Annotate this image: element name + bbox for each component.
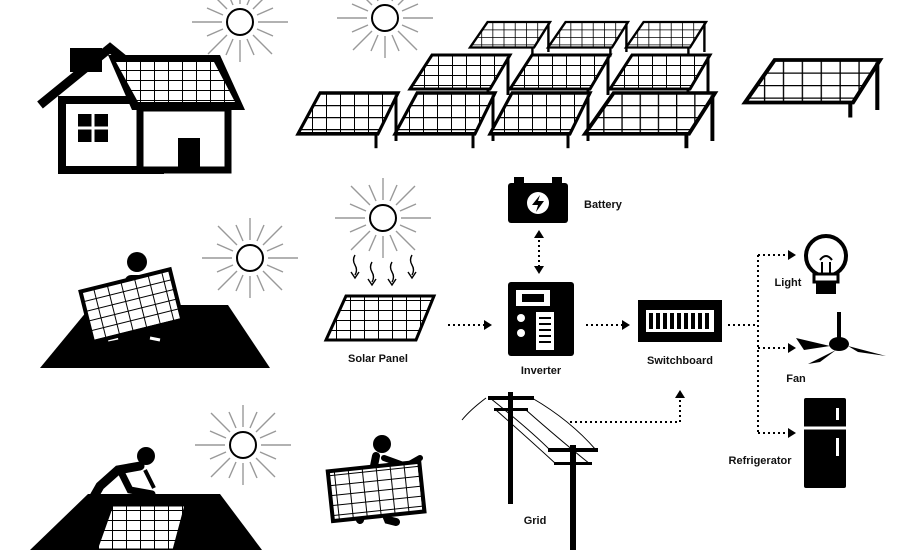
light-label: Light (775, 277, 802, 289)
worker-installing-panel-icon (30, 447, 262, 550)
grid-switchboard-connector (570, 390, 685, 423)
house-solar-roof-icon (37, 42, 245, 174)
solar-panel-label: Solar Panel (348, 353, 408, 365)
fan-label: Fan (786, 373, 806, 385)
battery-icon (508, 177, 568, 223)
connector-arrowheads (788, 250, 796, 438)
battery-label: Battery (584, 199, 623, 211)
switchboard-label: Switchboard (647, 355, 713, 367)
refrigerator-icon (804, 398, 846, 488)
sun-icon (201, 217, 299, 299)
inverter-icon (508, 282, 574, 356)
switchboard-appliance-connector (728, 254, 788, 434)
sun-icon (191, 0, 289, 63)
refrigerator-label: Refrigerator (729, 455, 793, 467)
grid-label: Grid (524, 515, 547, 527)
panel-inverter-connector (448, 320, 492, 330)
inverter-switchboard-connector (586, 320, 630, 330)
sun-icon (194, 404, 292, 486)
light-bulb-icon (804, 234, 848, 294)
battery-inverter-connector (534, 230, 544, 274)
sun-icon (336, 0, 434, 59)
utility-pole-icon (461, 392, 598, 550)
sun-rays-icon (334, 177, 432, 259)
worker-carrying-panel-icon (40, 252, 270, 368)
worker-carrying-panel-icon (325, 435, 427, 526)
ceiling-fan-icon (796, 312, 886, 364)
solar-panel-icon (323, 294, 437, 342)
switchboard-icon (638, 300, 722, 342)
inverter-label: Inverter (521, 365, 562, 377)
